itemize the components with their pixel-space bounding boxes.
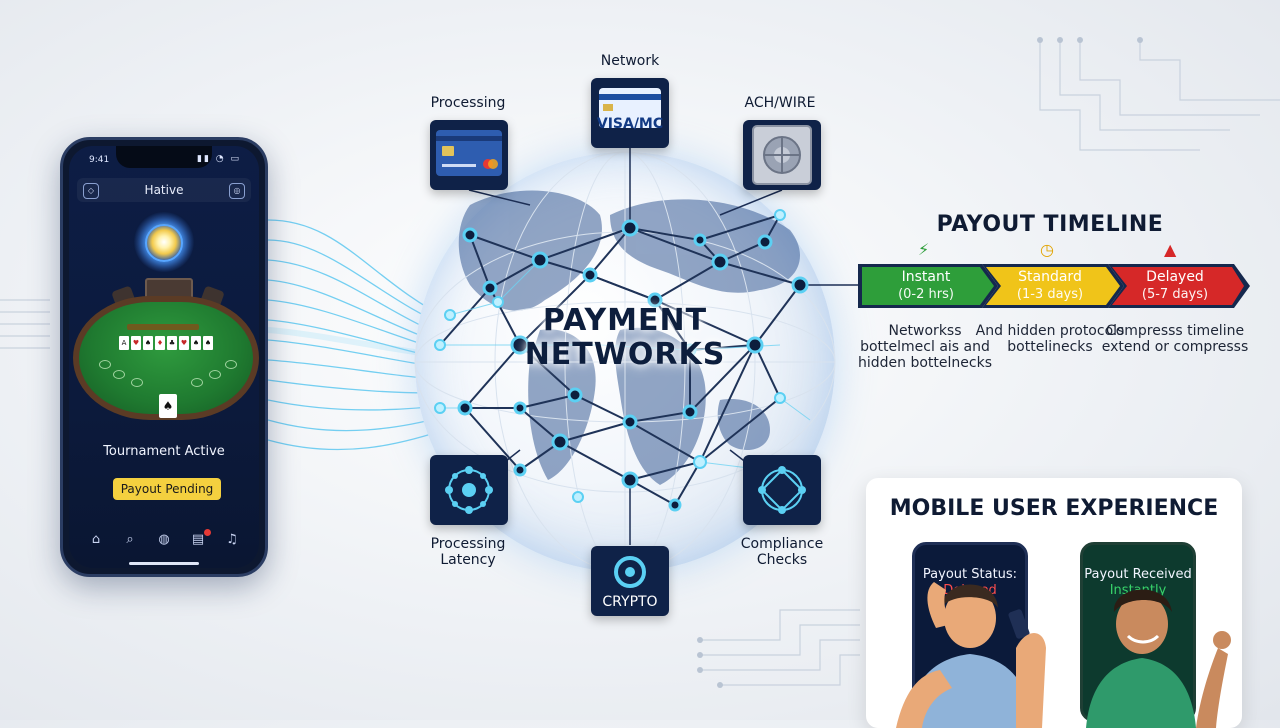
playing-card: ♦ xyxy=(155,336,165,350)
stage-standard-description: And hidden protocols bottelinecks xyxy=(975,323,1125,355)
globe-title-line1: PAYMENT xyxy=(542,303,708,338)
poker-app-phone: 9:41 ▮▮ ◔ ▭ ◇ Hative ◎ A ♥ ♠ ♦ ♣ ♥ ♠ ♠ ♠ xyxy=(60,137,268,577)
stage-delayed-label: Delayed xyxy=(1146,269,1204,285)
home-indicator xyxy=(129,562,199,565)
phone-notch xyxy=(116,146,212,168)
globe-title-line2: NETWORKS xyxy=(524,337,726,372)
stage-delayed-description: Compresss timeline extend or compresss xyxy=(1101,323,1249,355)
stage-delayed-time: (5-7 days) xyxy=(1141,287,1209,302)
vault-icon xyxy=(752,125,812,185)
warning-icon: ▲ xyxy=(1164,240,1177,259)
latency-label: Processing Latency xyxy=(430,536,506,568)
tab-bar: ⌂ ⌕ ◍ ▤ ♫ xyxy=(77,529,251,556)
ux-title: MOBILE USER EXPERIENCE xyxy=(889,496,1219,521)
clock-icon: ◷ xyxy=(1040,240,1054,259)
stage-delayed: Delayed (5-7 days) xyxy=(1115,268,1235,304)
processing-tile xyxy=(430,120,508,190)
compliance-icon xyxy=(758,466,806,514)
network-label: Network xyxy=(600,53,660,69)
compliance-label: Compliance Checks xyxy=(740,536,824,568)
playing-card: ♥ xyxy=(179,336,189,350)
timeline-chevrons xyxy=(858,264,1250,308)
delayed-status-line1: Payout Status: xyxy=(922,567,1018,582)
search-icon[interactable]: ⌕ xyxy=(126,532,134,547)
payout-pending-button[interactable]: Payout Pending xyxy=(113,478,221,500)
processing-label: Processing xyxy=(430,95,506,111)
playing-card: ♣ xyxy=(167,336,177,350)
stage-instant: Instant (0-2 hrs) xyxy=(866,268,986,304)
seat-marker xyxy=(191,378,203,387)
happy-user-illustration xyxy=(1086,589,1231,728)
tournament-status: Tournament Active xyxy=(103,444,225,459)
app-header: ◇ Hative ◎ xyxy=(77,178,251,202)
ach-wire-label: ACH/WIRE xyxy=(744,95,816,111)
profile-icon[interactable]: ◎ xyxy=(229,183,245,199)
network-hub-icon xyxy=(445,466,493,514)
crypto-text: CRYPTO xyxy=(602,594,658,610)
table-sign xyxy=(127,324,199,330)
playing-card: ♠ xyxy=(191,336,201,350)
crypto-tile: CRYPTO xyxy=(591,546,669,616)
seat-marker xyxy=(113,370,125,379)
stage-standard: Standard (1-3 days) xyxy=(990,268,1110,304)
seat-marker xyxy=(209,370,221,379)
compliance-tile xyxy=(743,455,821,525)
notification-badge xyxy=(204,529,211,536)
playing-card: ♥ xyxy=(131,336,141,350)
bell-icon[interactable]: ♫ xyxy=(226,532,238,547)
home-icon[interactable]: ⌂ xyxy=(91,532,101,547)
status-icons: ▮▮ ◔ ▭ xyxy=(197,154,241,164)
seat-marker xyxy=(225,360,237,369)
table-cards: A ♥ ♠ ♦ ♣ ♥ ♠ ♠ xyxy=(119,336,213,350)
status-time: 9:41 xyxy=(89,155,110,165)
seat-marker xyxy=(131,378,143,387)
visa-mc-tile: VISA/MC xyxy=(591,78,669,148)
globe-title: PAYMENT NETWORKS xyxy=(475,304,775,372)
hand-card: ♠ xyxy=(159,394,177,418)
frustrated-user-illustration xyxy=(896,582,1046,728)
app-title: Hative xyxy=(144,183,184,197)
stage-instant-time: (0-2 hrs) xyxy=(898,287,954,302)
stage-instant-label: Instant xyxy=(901,269,951,285)
lightning-icon: ⚡ xyxy=(918,240,930,259)
glow-ring xyxy=(145,224,183,262)
stage-instant-description: Networkss bottelmecl ais and hidden bott… xyxy=(858,323,992,371)
latency-tile xyxy=(430,455,508,525)
received-status-line1: Payout Received xyxy=(1084,567,1192,582)
menu-icon[interactable]: ◇ xyxy=(83,183,99,199)
wallet-icon[interactable]: ▤ xyxy=(189,529,211,556)
visa-mc-text: VISA/MC xyxy=(596,116,664,132)
mobile-ux-card: MOBILE USER EXPERIENCE Payout Status: De… xyxy=(866,478,1242,728)
playing-card: ♠ xyxy=(203,336,213,350)
stage-standard-label: Standard xyxy=(1018,269,1082,285)
card-reader-icon xyxy=(436,130,502,176)
network-nodes xyxy=(434,209,809,512)
seat-marker xyxy=(99,360,111,369)
globe-icon[interactable]: ◍ xyxy=(158,532,170,547)
credit-card-icon xyxy=(599,88,661,128)
ach-wire-tile xyxy=(743,120,821,190)
playing-card: ♠ xyxy=(143,336,153,350)
stage-standard-time: (1-3 days) xyxy=(1016,287,1084,302)
crypto-icon xyxy=(614,556,646,588)
playing-card: A xyxy=(119,336,129,350)
payout-timeline-title: PAYOUT TIMELINE xyxy=(936,212,1164,237)
phone-screen: 9:41 ▮▮ ◔ ▭ ◇ Hative ◎ A ♥ ♠ ♦ ♣ ♥ ♠ ♠ ♠ xyxy=(69,146,259,568)
